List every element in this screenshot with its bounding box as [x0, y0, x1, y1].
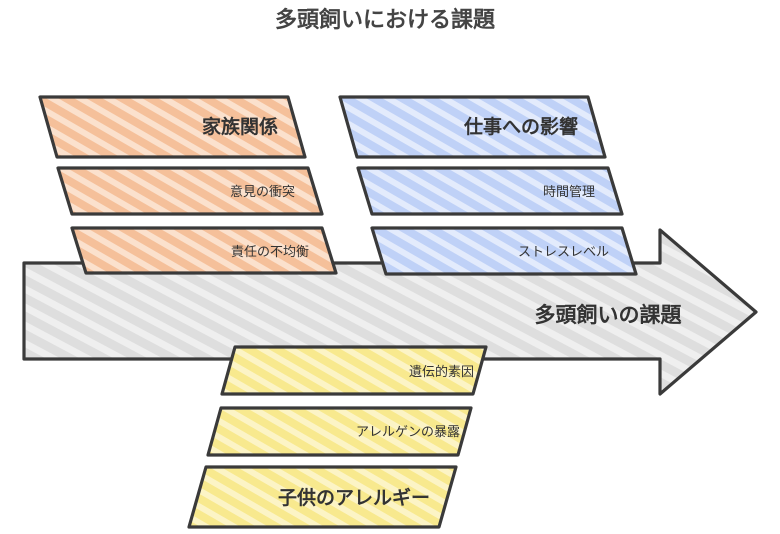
cause-label: ストレスレベル	[518, 245, 609, 260]
diagram-title: 多頭飼いにおける課題	[275, 7, 496, 33]
category-work-impact	[338, 95, 638, 276]
category-head-label: 家族関係	[202, 115, 278, 138]
cause-label: アレルゲンの暴露	[356, 425, 460, 440]
cause-label: 遺伝的素因	[409, 364, 474, 380]
category-head-label: 子供のアレルギー	[278, 486, 430, 509]
category-child-allergy	[187, 345, 488, 529]
cause-label: 意見の衝突	[230, 184, 295, 200]
cause-label: 時間管理	[543, 185, 595, 200]
cause-label: 責任の不均衡	[231, 245, 309, 260]
category-head-label: 仕事への影響	[463, 115, 578, 138]
category-family-relations	[38, 95, 338, 275]
spine-label: 多頭飼いの課題	[535, 303, 683, 327]
